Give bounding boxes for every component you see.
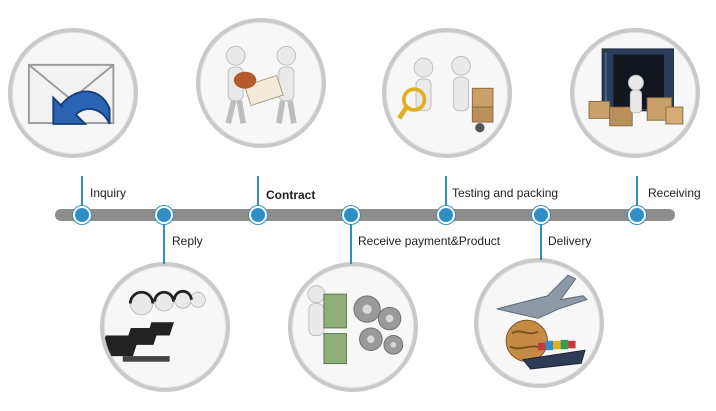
timeline-dot-reply <box>155 206 173 224</box>
timeline-bar <box>55 209 675 221</box>
connector-reply <box>163 216 165 264</box>
step-label-payment: Receive payment&Product <box>358 234 501 248</box>
handshake-contract-icon <box>225 45 297 125</box>
inspection-cart-icon <box>397 55 494 133</box>
step-label-delivery: Delivery <box>548 234 592 248</box>
connector-payment <box>350 216 352 264</box>
connector-inquiry <box>81 176 83 216</box>
connector-testing <box>445 176 447 216</box>
payment-illustration <box>288 262 418 392</box>
container-boxes-icon <box>588 48 684 127</box>
receiving-illustration <box>570 28 700 158</box>
step-label-testing: Testing and packing <box>452 186 559 200</box>
step-label-reply: Reply <box>172 234 203 248</box>
envelope-reply-icon <box>27 63 115 125</box>
step-label-contract: Contract <box>266 188 316 202</box>
step-label-inquiry: Inquiry <box>90 186 127 200</box>
call-center-operators-icon <box>104 290 206 362</box>
reply-illustration <box>100 262 230 392</box>
connector-delivery <box>540 216 542 260</box>
testing-illustration <box>382 28 512 158</box>
connector-receiving <box>636 176 638 216</box>
timeline-dot-receiving <box>628 206 646 224</box>
delivery-illustration <box>474 258 604 388</box>
timeline-dot-payment <box>342 206 360 224</box>
inquiry-illustration <box>8 28 138 158</box>
timeline-dot-delivery <box>532 206 550 224</box>
money-gears-icon <box>307 285 404 365</box>
timeline-dot-testing <box>437 206 455 224</box>
contract-illustration <box>196 18 326 148</box>
step-label-receiving: Receiving <box>648 186 701 200</box>
connector-contract <box>257 176 259 216</box>
timeline-dot-contract <box>249 206 267 224</box>
timeline-dot-inquiry <box>73 206 91 224</box>
plane-ship-globe-icon <box>496 274 588 370</box>
